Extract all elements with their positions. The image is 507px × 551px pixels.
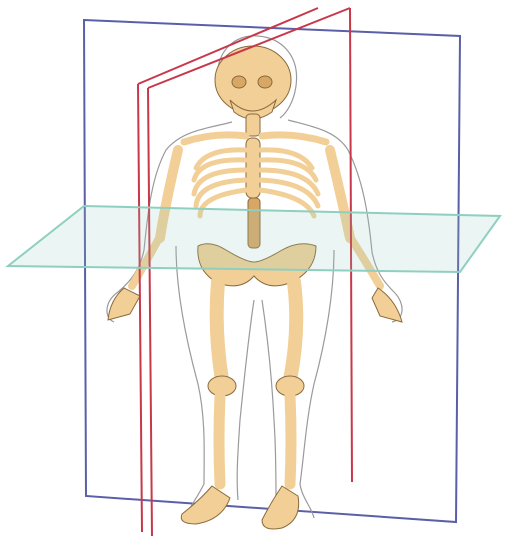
left-tibia [219, 396, 220, 484]
left-clavicle [184, 135, 246, 142]
left-eye-socket [232, 76, 246, 88]
right-hand [372, 288, 402, 322]
transverse-plane [8, 206, 500, 272]
right-eye-socket [258, 76, 272, 88]
cervical-spine [246, 114, 260, 136]
left-foot [181, 486, 230, 524]
left-hand [108, 288, 140, 320]
left-femur [217, 282, 222, 380]
right-femur [290, 282, 296, 380]
right-clavicle [262, 135, 326, 142]
right-tibia [290, 396, 291, 484]
right-foot [262, 486, 299, 529]
